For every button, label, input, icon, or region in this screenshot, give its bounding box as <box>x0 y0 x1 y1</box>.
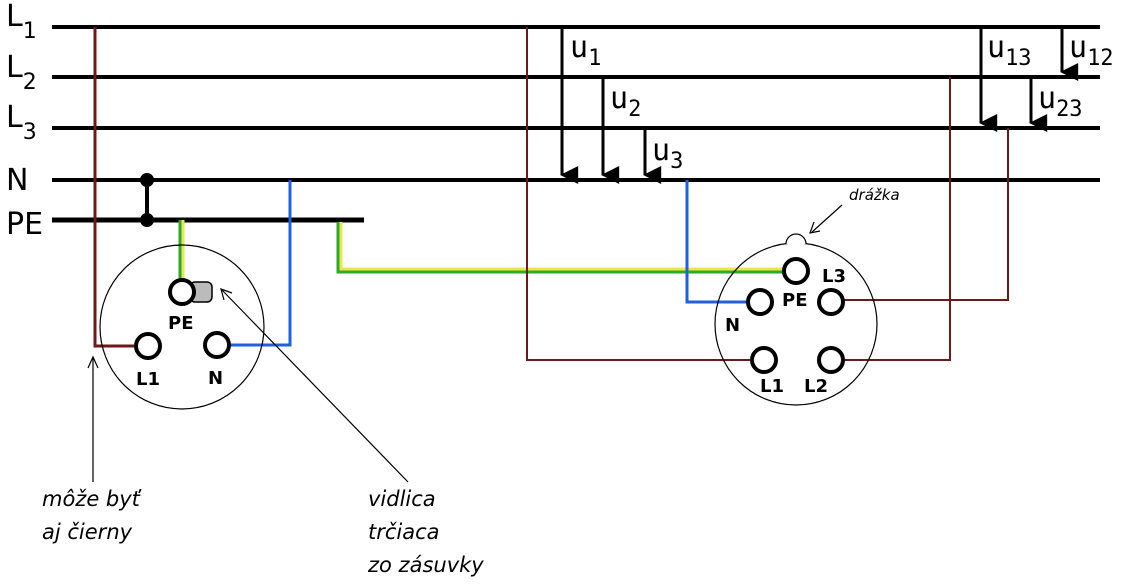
bus-label-n: N <box>6 163 28 198</box>
terminal-pe-single <box>168 278 196 306</box>
bus-label-pe: PE <box>6 207 43 242</box>
voltage-label-u13: u13 <box>987 30 1032 71</box>
terminal-label-n-three: N <box>725 315 740 336</box>
color-note-arrowhead <box>87 355 99 369</box>
terminal-l1-single <box>134 332 162 360</box>
voltage-label-u2: u2 <box>610 81 641 122</box>
terminal-label-l1-single: L1 <box>136 369 160 390</box>
note-plug-line2: trčiaca <box>368 520 440 544</box>
note-groove: drážka <box>849 186 900 204</box>
terminal-pe-three <box>817 288 845 316</box>
three-phase-socket: L3 PE N L1 L2 <box>714 233 878 406</box>
bus-label-l3: L3 <box>6 100 37 145</box>
wire-l2-three <box>843 77 951 361</box>
terminal-label-l2-three: L2 <box>804 376 828 397</box>
annotations: drážka môže byť aj čierny vidlica trčiac… <box>42 186 900 577</box>
terminal-n-single <box>203 331 231 359</box>
wire-n-three <box>685 180 750 304</box>
groove-notch <box>785 233 807 245</box>
terminal-l3-three <box>782 257 810 285</box>
voltage-label-u12: u12 <box>1069 30 1114 71</box>
wire-l1-three <box>526 27 752 361</box>
junction-dot-n <box>140 173 154 187</box>
voltage-arrows <box>560 29 1079 184</box>
plug-note-pointer <box>221 289 409 483</box>
wire-pe-three-yellow <box>339 222 785 271</box>
wire-pe-three-green <box>336 222 785 274</box>
groove-arrowhead <box>809 221 821 234</box>
single-phase-wiring <box>93 27 292 348</box>
terminal-label-l1-three: L1 <box>760 376 784 397</box>
junction-dot-pe <box>140 213 154 227</box>
note-plug-line1: vidlica <box>368 487 436 511</box>
bus-label-l1: L1 <box>6 0 37 44</box>
bus-label-l2: L2 <box>6 50 37 95</box>
note-color-line1: môže byť <box>42 487 143 511</box>
voltage-label-u1: u1 <box>570 30 601 71</box>
bus-bars <box>52 25 1100 223</box>
voltage-labels: u1 u2 u3 u13 u12 u23 <box>570 30 1114 174</box>
groove-pointer <box>811 204 843 233</box>
single-phase-socket: PE L1 N <box>99 244 265 410</box>
plug-note-arrowhead <box>220 288 233 301</box>
terminal-n-three <box>746 288 774 316</box>
terminal-label-n-single: N <box>208 368 223 389</box>
wire-l1-single <box>93 27 134 348</box>
three-phase-wiring <box>336 27 1009 361</box>
socket-outline-single <box>99 244 265 410</box>
voltage-label-u23: u23 <box>1038 81 1083 122</box>
note-color-line2: aj čierny <box>42 520 133 544</box>
terminal-label-pe-three: PE <box>782 290 808 311</box>
terminal-l1-three <box>750 346 778 374</box>
terminal-label-l3-three: L3 <box>822 266 846 287</box>
terminal-l2-three <box>817 346 845 374</box>
voltage-label-u3: u3 <box>652 133 683 174</box>
bus-labels: L1 L2 L3 N PE <box>6 0 43 242</box>
wire-l3-three <box>843 128 1009 301</box>
wire-n-single <box>230 180 292 347</box>
note-plug-line3: zo zásuvky <box>367 553 484 577</box>
terminal-label-pe-single: PE <box>168 313 194 334</box>
